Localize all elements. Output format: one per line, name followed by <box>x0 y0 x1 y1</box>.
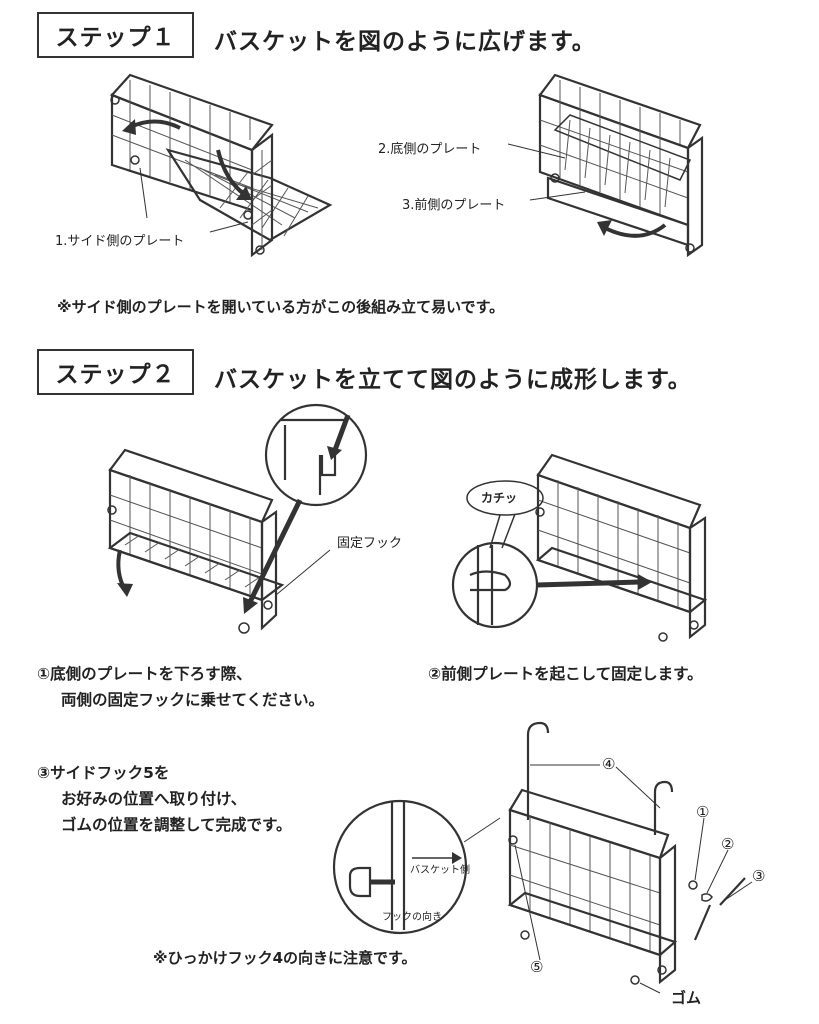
part-number-3: ③ <box>752 867 766 885</box>
step1-label: ステップ１ <box>37 12 194 58</box>
step2-right-basket-drawing <box>451 453 708 642</box>
step2-title: バスケットを立てて図のように成形します。 <box>214 367 692 393</box>
callout-front-plate: 3.前側のプレート <box>402 198 506 213</box>
step1-right-basket-drawing <box>507 73 704 258</box>
part-number-1: ① <box>696 803 710 821</box>
step2-label: ステップ２ <box>37 349 194 395</box>
part-number-2: ② <box>721 835 735 853</box>
instruction-3-line1: ③サイドフック5を <box>37 764 170 782</box>
step1-title: バスケットを図のように広げます。 <box>214 29 596 55</box>
part-number-5: ⑤ <box>530 958 544 976</box>
step2-note: ※ひっかけフック4の向きに注意です。 <box>153 949 417 967</box>
callout-side-plate: 1.サイド側のプレート <box>55 234 185 249</box>
detail-hook-direction-label: フックの向き <box>382 912 442 923</box>
part-number-4: ④ <box>602 755 616 773</box>
instruction-3-line2: お好みの位置へ取り付け、 <box>61 790 247 808</box>
step1-left-basket-drawing <box>110 73 333 258</box>
step2-final-basket-drawing <box>332 721 753 994</box>
instruction-1-line1: ①底側のプレートを下ろす際、 <box>37 665 252 683</box>
instruction-3-line3: ゴムの位置を調整して完成です。 <box>61 816 292 834</box>
fixing-hook-label: 固定フック <box>337 536 403 551</box>
step1-note: ※サイド側のプレートを開いている方がこの後組み立て易いです。 <box>57 298 505 316</box>
callout-bottom-plate: 2.底側のプレート <box>378 142 482 157</box>
rubber-label: ゴム <box>671 989 702 1007</box>
instruction-1-line2: 両側の固定フックに乗せてください。 <box>61 691 325 709</box>
click-sound-label: カチッ <box>481 491 518 505</box>
detail-basket-side-label: バスケット側 <box>410 865 470 876</box>
step2-left-basket-drawing <box>107 403 368 634</box>
instruction-2: ②前側プレートを起こして固定します。 <box>428 665 703 683</box>
